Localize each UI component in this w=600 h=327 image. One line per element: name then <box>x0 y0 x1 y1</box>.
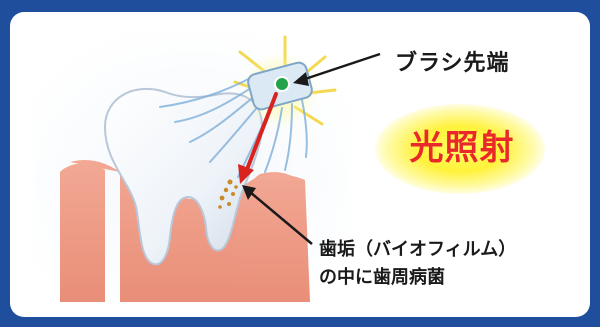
gum-left <box>60 163 105 302</box>
brush-tip-label: ブラシ先端 <box>395 51 510 76</box>
light-beam <box>238 92 278 184</box>
plaque-pointer <box>242 185 313 245</box>
plaque-arrowhead <box>242 185 256 200</box>
gum-right <box>230 174 310 302</box>
plaque-label: 歯垢（バイオフィルム） の中に歯周病菌 <box>319 236 516 292</box>
brush-head <box>247 61 313 111</box>
beam-arrowhead <box>238 164 254 184</box>
light-irradiation-glow <box>375 104 545 194</box>
brush-tip-arrowhead <box>293 72 309 86</box>
plaque-label-line1: 歯垢（バイオフィルム） <box>319 239 517 260</box>
diagram-panel: 光照射 ブラシ先端 歯垢（バイオフィルム） の中に歯周病菌 <box>10 12 590 317</box>
plaque-dots <box>218 179 238 209</box>
light-irradiation-label: 光照射 <box>409 128 515 168</box>
tooth-illustration <box>30 32 381 302</box>
plaque-label-line2: の中に歯周病菌 <box>319 267 445 288</box>
brush-tip-pointer <box>293 52 381 86</box>
light-source-icon <box>274 76 290 92</box>
